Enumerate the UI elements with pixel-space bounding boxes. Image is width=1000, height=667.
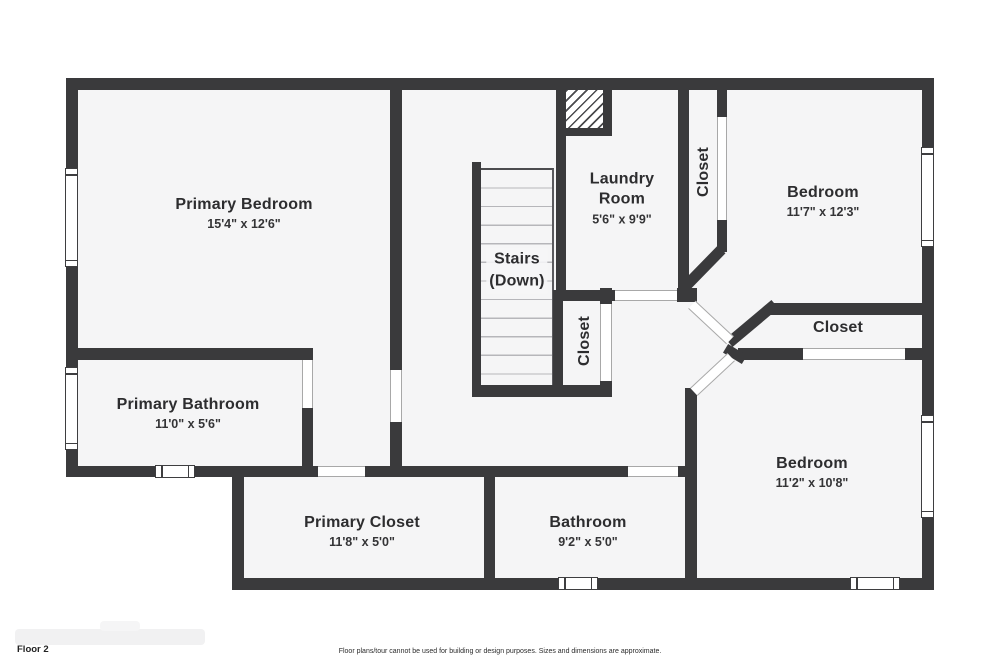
window — [65, 367, 78, 450]
room-name: Bedroom — [776, 454, 848, 472]
wall — [66, 267, 78, 367]
wall — [302, 348, 313, 360]
window — [921, 415, 934, 518]
window — [850, 577, 900, 590]
room-name: Closet — [575, 315, 593, 367]
wall — [677, 288, 697, 302]
wall — [472, 162, 481, 397]
room-name: Closet — [694, 146, 712, 198]
room-name: Laundry Room — [589, 170, 655, 208]
wall — [66, 78, 934, 90]
room-sub: (Down) — [486, 271, 548, 294]
wall — [484, 477, 495, 578]
wall — [232, 578, 558, 590]
wall — [66, 78, 78, 168]
door-opening — [803, 348, 905, 360]
room-label-bathroom: Bathroom 9'2" x 5'0" — [549, 513, 626, 549]
wall — [66, 466, 155, 477]
wall — [556, 90, 566, 290]
wall — [195, 466, 318, 477]
wall — [600, 288, 612, 304]
wall — [900, 578, 934, 590]
disclaimer-text: Floor plans/tour cannot be used for buil… — [338, 648, 662, 655]
watermark — [15, 629, 205, 645]
window — [921, 147, 934, 247]
window — [155, 465, 195, 478]
room-label-primary-closet: Primary Closet 11'8" x 5'0" — [304, 513, 420, 549]
watermark — [100, 621, 140, 631]
wall — [553, 290, 563, 390]
wall — [922, 518, 934, 590]
room-name: Primary Bathroom — [116, 395, 260, 413]
room-dims: 11'2" x 10'8" — [775, 476, 849, 491]
wall — [678, 90, 689, 290]
wall — [738, 348, 803, 360]
room-dims: 5'6" x 9'9" — [592, 212, 652, 227]
hatched-shaft — [566, 90, 603, 128]
wall — [232, 466, 244, 590]
window — [558, 577, 598, 590]
wall — [302, 408, 313, 467]
room-name: Primary Closet — [304, 513, 420, 531]
room-name: Bathroom — [549, 513, 627, 531]
wall — [66, 348, 313, 360]
wall — [770, 303, 922, 315]
wall — [365, 466, 628, 477]
window — [65, 168, 78, 267]
wall — [390, 422, 402, 477]
door-opening — [318, 466, 365, 477]
room-dims: 11'8" x 5'0" — [329, 535, 395, 550]
door-opening — [615, 290, 677, 301]
wall — [717, 220, 727, 252]
room-label-bedroom-top: Bedroom 11'7" x 12'3" — [787, 183, 860, 219]
room-label-laundry: Laundry Room 5'6" x 9'9" — [576, 170, 668, 227]
door-opening — [600, 304, 612, 381]
wall — [472, 385, 612, 397]
wall — [678, 466, 690, 477]
wall — [685, 388, 697, 578]
room-name: Closet — [812, 318, 864, 336]
room-dims: 15'4" x 12'6" — [207, 217, 281, 232]
wall — [922, 247, 934, 415]
room-label-closet-right: Closet — [813, 318, 863, 338]
floor-number-label: Floor 2 — [17, 644, 49, 655]
door-opening — [717, 117, 727, 220]
room-label-closet-mid: Closet — [575, 316, 595, 366]
wall — [390, 90, 402, 370]
wall — [922, 78, 934, 147]
room-label-primary-bathroom: Primary Bathroom 11'0" x 5'6" — [117, 395, 260, 431]
wall — [600, 381, 612, 397]
room-label-primary-bedroom: Primary Bedroom 15'4" x 12'6" — [175, 195, 312, 231]
floor-area-lower — [232, 477, 934, 590]
room-name: Primary Bedroom — [175, 195, 313, 213]
wall — [603, 90, 612, 136]
door-opening — [390, 370, 402, 422]
room-label-bedroom-bottom: Bedroom 11'2" x 10'8" — [776, 454, 849, 490]
room-label-closet-top: Closet — [694, 147, 714, 197]
room-name: Bedroom — [787, 183, 859, 201]
room-dims: 9'2" x 5'0" — [558, 535, 618, 550]
room-name: Stairs — [486, 248, 548, 271]
door-opening — [628, 466, 678, 477]
room-dims: 11'7" x 12'3" — [786, 205, 860, 220]
wall — [553, 290, 615, 301]
door-opening — [302, 360, 313, 408]
room-label-stairs: Stairs (Down) — [486, 248, 548, 294]
wall — [598, 578, 850, 590]
wall — [905, 348, 922, 360]
room-dims: 11'0" x 5'6" — [155, 417, 221, 432]
wall — [717, 90, 727, 117]
wall — [556, 128, 612, 136]
